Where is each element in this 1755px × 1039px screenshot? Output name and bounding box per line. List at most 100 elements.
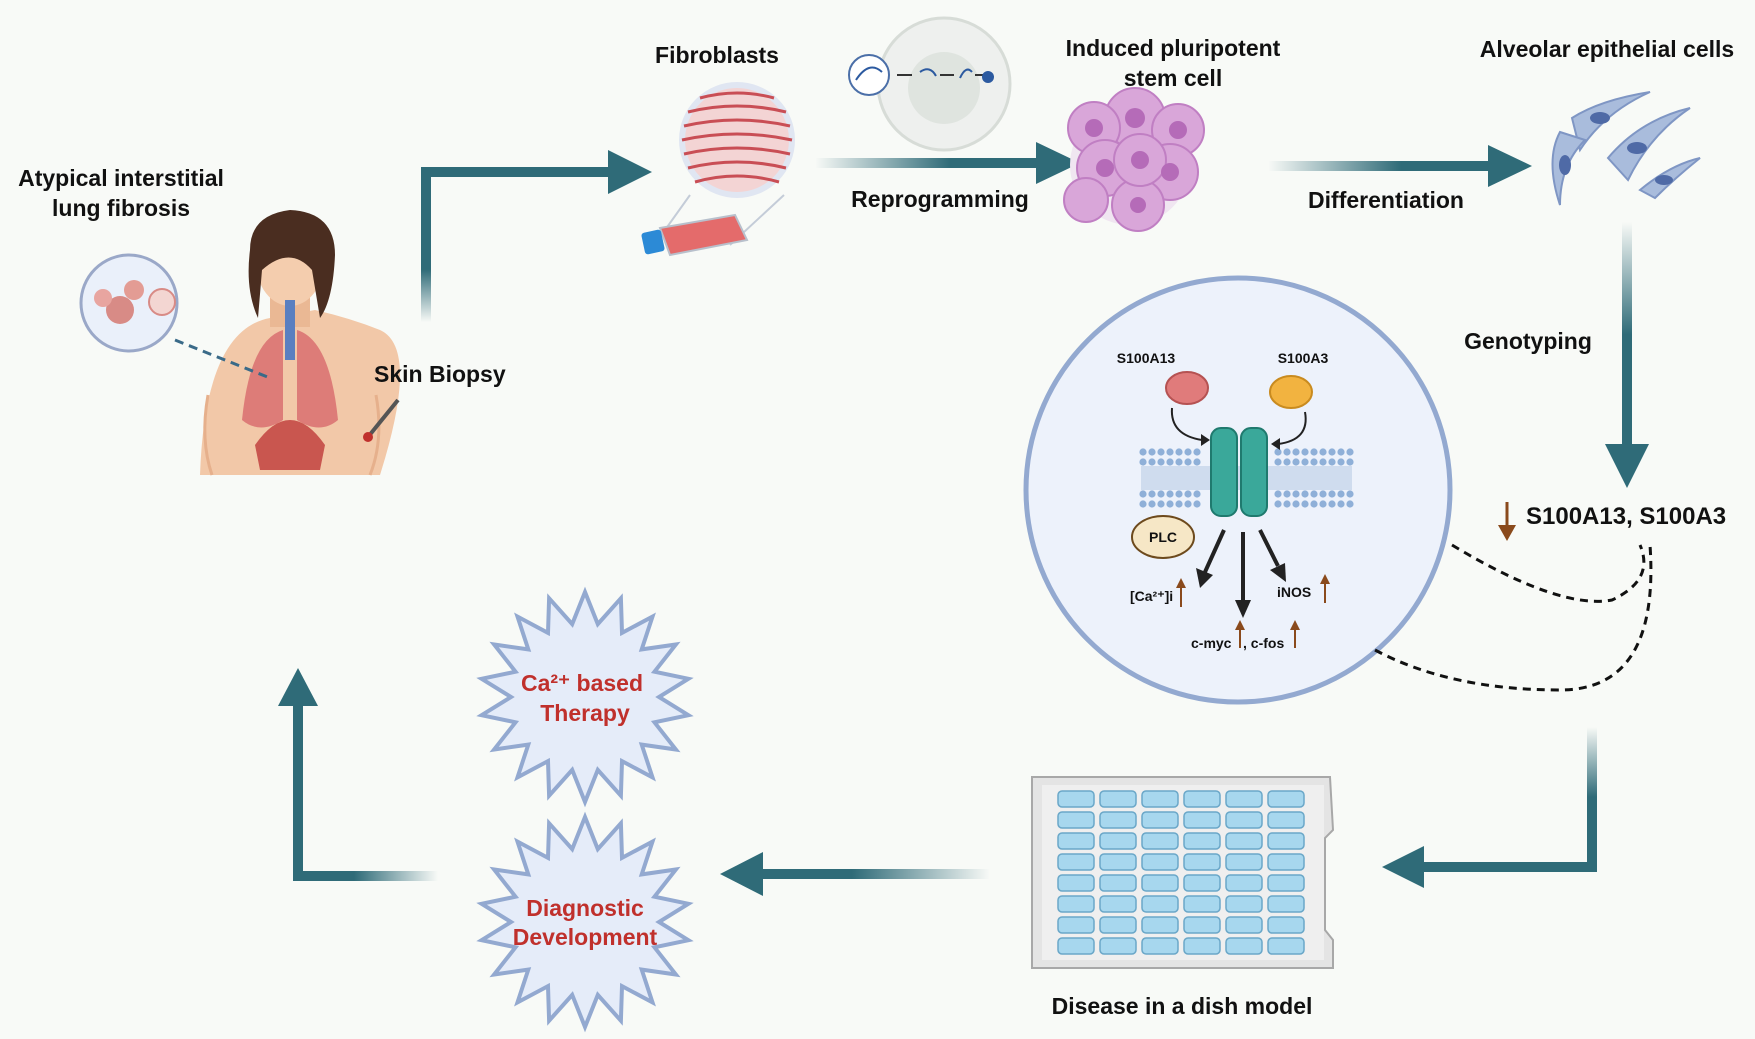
lipid-head <box>1157 490 1165 498</box>
lipid-head <box>1346 448 1354 456</box>
lipid-head <box>1310 500 1318 508</box>
lipid-head <box>1346 490 1354 498</box>
lipid-head <box>1274 458 1282 466</box>
well <box>1141 895 1179 913</box>
s100a3-protein <box>1269 375 1313 409</box>
lipid-head <box>1346 500 1354 508</box>
well <box>1183 811 1221 829</box>
s100a13-label: S100A13 <box>1116 350 1176 366</box>
lipid-head <box>1319 500 1327 508</box>
biopsy-label: Skin Biopsy <box>374 361 506 387</box>
well <box>1141 811 1179 829</box>
ipsc-cluster-icon <box>1063 87 1205 232</box>
patient-label: Atypical interstitial lung fibrosis <box>18 165 224 221</box>
lipid-head <box>1184 500 1192 508</box>
lipid-head <box>1301 490 1309 498</box>
well <box>1267 832 1305 850</box>
lipid-head <box>1274 448 1282 456</box>
starburst-icon <box>476 811 694 1033</box>
well <box>1183 895 1221 913</box>
lipid-head <box>1310 458 1318 466</box>
lipid-head <box>1175 490 1183 498</box>
lipid-head <box>1319 448 1327 456</box>
well <box>1183 832 1221 850</box>
diagnostic-label-line2: Development <box>512 924 658 950</box>
well <box>1225 853 1263 871</box>
lipid-head <box>1193 458 1201 466</box>
lipid-head <box>1310 448 1318 456</box>
arrow-to-dish <box>1382 727 1597 888</box>
well <box>1267 916 1305 934</box>
lipid-head <box>1148 500 1156 508</box>
lipid-head <box>1148 448 1156 456</box>
well <box>1141 853 1179 871</box>
lipid-head <box>1310 490 1318 498</box>
well <box>1183 937 1221 955</box>
lipid-head <box>1283 500 1291 508</box>
patient-icon <box>200 210 400 476</box>
well <box>1099 895 1137 913</box>
lipid-head <box>1157 458 1165 466</box>
lipid-head <box>1292 490 1300 498</box>
well <box>1225 895 1263 913</box>
myc-label: c-myc <box>1191 635 1232 651</box>
well <box>1141 937 1179 955</box>
differentiation-label: Differentiation <box>1308 187 1464 213</box>
flask-icon <box>641 213 749 257</box>
down-arrow-icon <box>1498 502 1516 541</box>
lipid-head <box>1328 458 1336 466</box>
well <box>1057 853 1095 871</box>
lipid-head <box>1184 490 1192 498</box>
well <box>1183 853 1221 871</box>
lipid-head <box>1148 490 1156 498</box>
lipid-head <box>1175 500 1183 508</box>
well <box>1141 832 1179 850</box>
lipid-head <box>1337 448 1345 456</box>
lipid-head <box>1166 458 1174 466</box>
well <box>1225 916 1263 934</box>
well <box>1267 853 1305 871</box>
well <box>1057 790 1095 808</box>
well <box>1099 916 1137 934</box>
therapy-label-line2: Therapy <box>540 700 630 726</box>
well <box>1267 895 1305 913</box>
alveolar-label: Alveolar epithelial cells <box>1479 36 1735 62</box>
calcium-label: [Ca²⁺]i <box>1130 588 1174 604</box>
genotyping-label: Genotyping <box>1464 328 1592 354</box>
lung-icon <box>242 300 338 470</box>
well <box>1057 916 1095 934</box>
virus-icon <box>848 54 890 96</box>
alveolar-cell-icon <box>1551 91 1701 206</box>
lipid-head <box>1139 458 1147 466</box>
arrow-differentiation <box>1268 145 1532 187</box>
lipid-head <box>1175 448 1183 456</box>
biopsy-needle-icon <box>363 398 400 442</box>
dish-label: Disease in a dish model <box>1051 993 1313 1019</box>
well <box>1267 811 1305 829</box>
lipid-head <box>1283 490 1291 498</box>
well <box>1183 790 1221 808</box>
lipid-head <box>1328 490 1336 498</box>
lung-tissue-inset <box>79 253 271 380</box>
fos-label: , c-fos <box>1243 635 1285 651</box>
plc-label: PLC <box>1149 529 1177 545</box>
s100a3-label: S100A3 <box>1277 350 1329 366</box>
well <box>1225 832 1263 850</box>
lipid-head <box>1166 448 1174 456</box>
genes-label: S100A13, S100A3 <box>1526 503 1727 530</box>
arrow-genotyping <box>1605 222 1649 488</box>
well-plate-icon <box>1031 776 1335 969</box>
lipid-head <box>1274 500 1282 508</box>
well <box>1057 832 1095 850</box>
lipid-head <box>1328 448 1336 456</box>
lipid-head <box>1139 490 1147 498</box>
virus-reprogramming-icon <box>848 16 1012 152</box>
lipid-head <box>1292 458 1300 466</box>
well <box>1183 874 1221 892</box>
well <box>1099 937 1137 955</box>
well <box>1099 790 1137 808</box>
arrow-reprogramming <box>815 142 1080 184</box>
well <box>1141 874 1179 892</box>
lipid-head <box>1283 458 1291 466</box>
